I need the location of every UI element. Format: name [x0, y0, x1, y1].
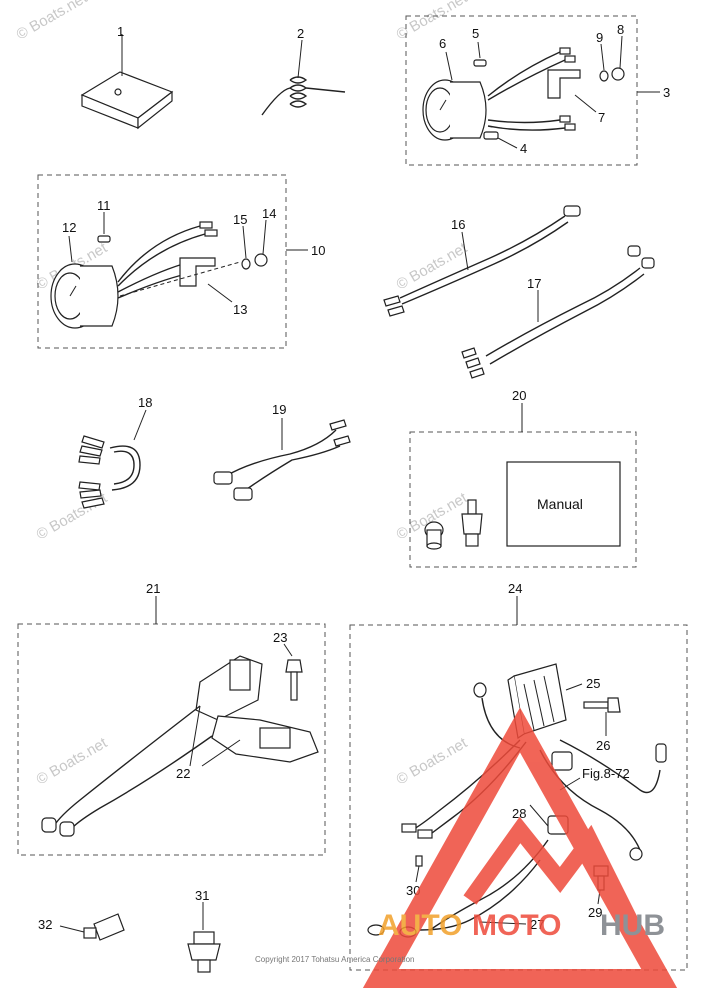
kit-21-box	[17, 623, 326, 856]
callout-19: 19	[272, 402, 286, 417]
part-31-sender	[187, 902, 221, 973]
part-4-bulb	[483, 131, 518, 149]
figure-reference: Fig.8-72	[582, 766, 630, 781]
part-9-washer	[599, 43, 609, 82]
watermark: © Boats.net	[14, 0, 91, 43]
logo-hub: HUB	[600, 909, 665, 942]
watermark: © Boats.net	[394, 0, 471, 43]
part-14-nut	[254, 219, 268, 267]
callout-10: 10	[311, 243, 325, 258]
copyright-notice: Copyright 2017 Tohatsu America Corporati…	[255, 955, 415, 964]
callout-24: 24	[508, 581, 522, 596]
callout-16: 16	[451, 217, 465, 232]
plug-part	[424, 521, 444, 550]
manual-booklet	[506, 461, 621, 547]
part-12-gauge	[50, 263, 119, 329]
part-6-gauge	[422, 79, 487, 141]
callout-18: 18	[138, 395, 152, 410]
callout-5: 5	[472, 26, 479, 41]
part-19-lead	[213, 418, 351, 501]
watermark: © Boats.net	[394, 239, 471, 293]
gauge-3-wires	[487, 47, 581, 131]
harness-24-wires	[367, 682, 667, 938]
callout-2: 2	[297, 26, 304, 41]
part-11-bulb	[97, 212, 111, 243]
kit-20-box	[409, 431, 637, 568]
callout-7: 7	[598, 110, 605, 125]
callout-3: 3	[663, 85, 670, 100]
callout-20: 20	[512, 388, 526, 403]
gauge-10-wires	[117, 221, 241, 299]
callout-32: 32	[38, 917, 52, 932]
kit-3-box	[405, 15, 638, 166]
part-15-washer	[241, 225, 251, 270]
callout-31: 31	[195, 888, 209, 903]
callout-11: 11	[97, 198, 111, 213]
part-16-harness	[383, 205, 581, 317]
watermark: © Boats.net	[34, 734, 111, 788]
valve-part	[461, 499, 483, 547]
callout-8: 8	[617, 22, 624, 37]
part-30-pin	[415, 855, 423, 883]
watermark: © Boats.net	[34, 489, 111, 543]
callout-9: 9	[596, 30, 603, 45]
callout-22: 22	[176, 766, 190, 781]
watermark: © Boats.net	[394, 734, 471, 788]
kit-10-box	[37, 174, 287, 349]
part-23-bolt	[283, 643, 303, 701]
part-26-bolt	[583, 697, 621, 736]
part-22-coil	[41, 655, 319, 837]
automotohub-logo: AUTO MOTO HUB	[362, 707, 678, 988]
callout-25: 25	[586, 676, 600, 691]
part-17-harness	[461, 245, 655, 379]
callout-13: 13	[233, 302, 247, 317]
part-1-pouch	[80, 34, 174, 130]
callout-17: 17	[527, 276, 541, 291]
callout-21: 21	[146, 581, 160, 596]
callout-29: 29	[588, 905, 602, 920]
callout-28: 28	[512, 806, 526, 821]
callout-23: 23	[273, 630, 287, 645]
callout-6: 6	[439, 36, 446, 51]
logo-auto: AUTO	[378, 909, 462, 942]
part-8-nut	[611, 35, 625, 81]
part-18-lead	[78, 409, 147, 509]
callout-27: 27	[530, 917, 544, 932]
callout-14: 14	[262, 206, 276, 221]
callout-15: 15	[233, 212, 247, 227]
logo-moto: MOTO	[472, 909, 561, 942]
callout-12: 12	[62, 220, 76, 235]
manual-label: Manual	[537, 496, 583, 512]
callout-4: 4	[520, 141, 527, 156]
part-5-bulb	[473, 41, 487, 67]
part-2-spring	[261, 39, 346, 116]
part-32-plug	[59, 913, 125, 941]
callout-1: 1	[117, 24, 124, 39]
callout-26: 26	[596, 738, 610, 753]
